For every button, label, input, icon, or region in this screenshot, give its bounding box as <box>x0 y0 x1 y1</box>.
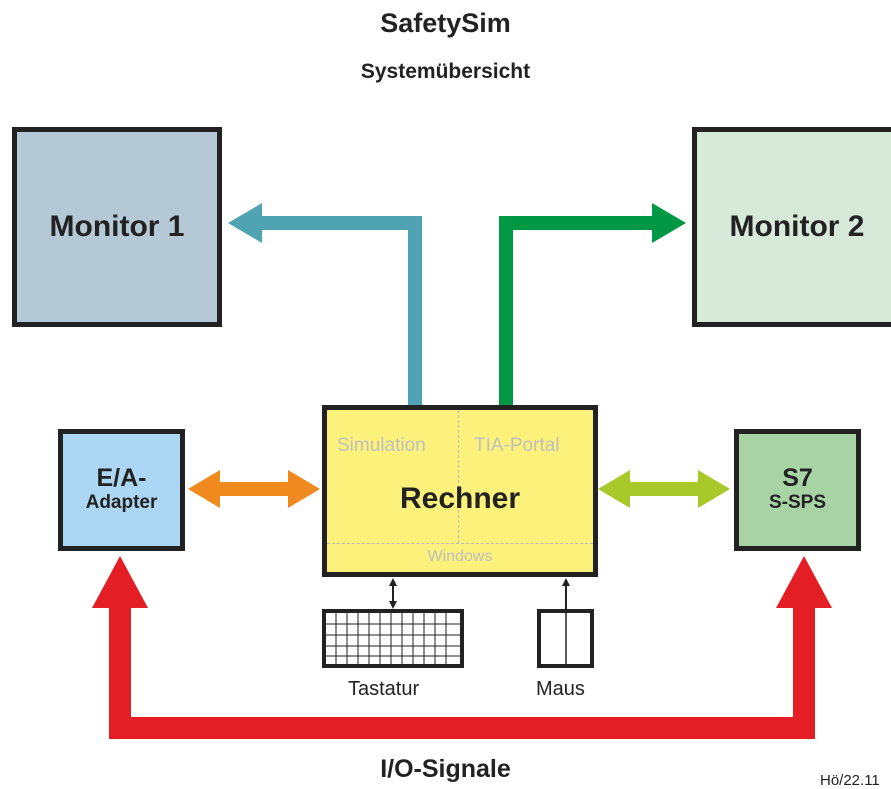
mouse-icon <box>537 609 594 668</box>
arrow-rechner-monitor1 <box>258 216 422 405</box>
arrowhead-s7-right <box>698 470 730 508</box>
arrow-io-signale <box>109 605 815 739</box>
s7-box: S7 S-SPS <box>734 429 861 551</box>
tia-portal-label: TIA-Portal <box>474 435 560 456</box>
simulation-label: Simulation <box>337 435 426 456</box>
ea-adapter-label-line1: E/A- <box>96 464 147 492</box>
keyboard-label: Tastatur <box>348 678 420 700</box>
monitor2-box: Monitor 2 <box>692 127 891 327</box>
rechner-label: Rechner <box>399 482 521 515</box>
arrowhead-io-right <box>776 556 832 608</box>
keyboard-icon <box>322 609 464 668</box>
arrowhead-adapter-right <box>288 470 320 508</box>
s7-label-line2: S-SPS <box>768 492 827 513</box>
arrow-rechner-monitor2 <box>499 216 656 405</box>
arrowhead-s7-left <box>598 470 630 508</box>
monitor2-label: Monitor 2 <box>729 210 865 243</box>
footer-note: Hö/22.11 <box>820 772 880 789</box>
arrowhead-monitor1 <box>228 203 262 243</box>
arrowhead-monitor2 <box>652 203 686 243</box>
windows-label: Windows <box>427 548 493 565</box>
ea-adapter-label-line2: Adapter <box>85 492 158 513</box>
diagram-title: SafetySim <box>380 8 511 38</box>
mouse-label: Maus <box>536 678 585 700</box>
ea-adapter-box: E/A- Adapter <box>58 429 185 551</box>
diagram-subtitle: Systemübersicht <box>360 60 531 83</box>
rechner-box: Simulation TIA-Portal Rechner Windows <box>322 405 598 577</box>
io-signale-label: I/O-Signale <box>380 755 511 783</box>
monitor1-label: Monitor 1 <box>49 210 185 243</box>
arrowhead-adapter-left <box>188 470 220 508</box>
arrowhead-io-left <box>92 556 148 608</box>
rechner-vertical-divider <box>458 410 459 543</box>
s7-label-line1: S7 <box>782 464 813 492</box>
rechner-horizontal-divider <box>327 543 593 544</box>
monitor1-box: Monitor 1 <box>12 127 222 327</box>
